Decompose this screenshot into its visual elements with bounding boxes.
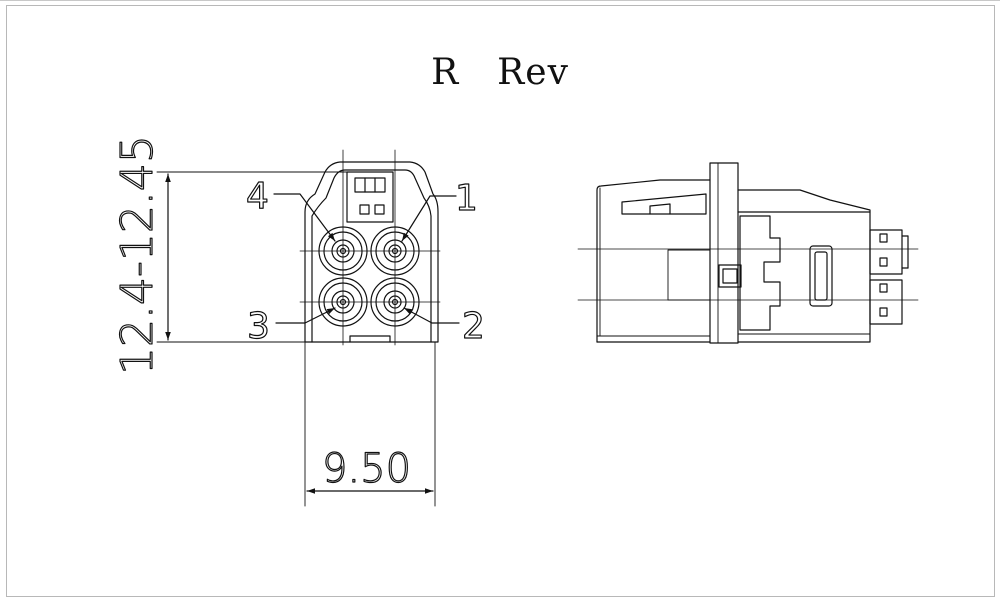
side-flange [709,162,739,344]
front-housing-outline [304,161,439,343]
pin-label-1: 1 [455,178,478,219]
window-top-rule [0,0,1000,1]
drawing-title: R Rev [400,52,600,93]
front-bottom-key [349,335,391,343]
pin-label-3: 3 [247,306,270,347]
side-view [577,162,919,344]
sheet-border [6,5,995,597]
front-view [273,149,460,346]
pin-label-4: 4 [246,176,269,217]
pin-label-2: 2 [462,306,485,347]
title-part: R [431,52,460,93]
side-contacts [869,229,909,325]
front-latch [346,171,394,223]
side-window [739,215,781,331]
side-square [718,264,742,288]
side-slot [809,245,833,307]
width-dimension-text: 9.50 [322,446,411,492]
front-centerlines [299,149,441,346]
width-dimension [304,341,436,507]
front-inner-shell [311,169,432,343]
side-front-body [737,189,871,343]
side-rear-body [596,179,711,343]
side-centerlines [577,248,919,301]
height-dimension-text: 12.4-12.45 [112,135,163,375]
title-revision: Rev [497,52,569,93]
pin-leaders [273,193,460,324]
height-dimension [156,171,348,343]
